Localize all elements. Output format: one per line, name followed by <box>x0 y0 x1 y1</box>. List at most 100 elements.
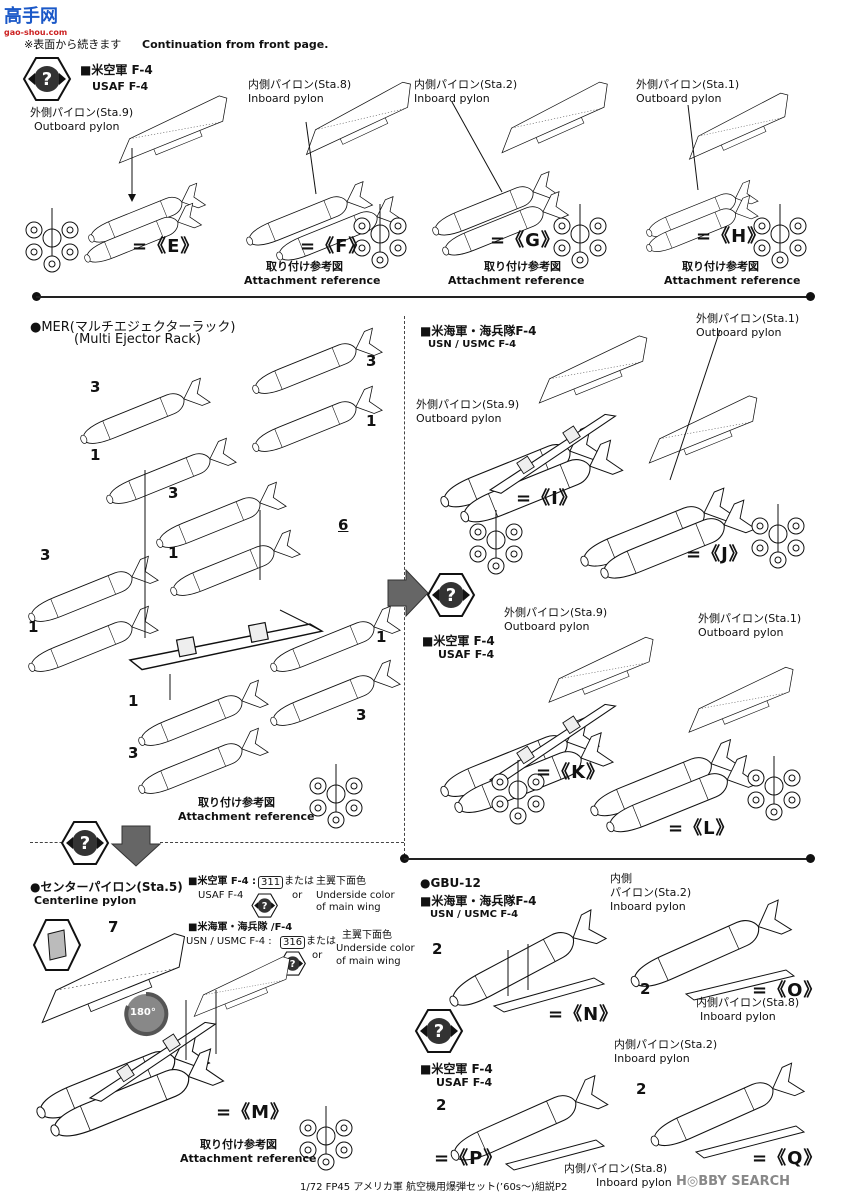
gbu-title: ●GBU-12 <box>420 876 481 890</box>
mer-ref-en: Attachment reference <box>178 810 315 823</box>
label-n: =《N》 <box>548 1004 619 1025</box>
center-usn-num: 316 <box>280 936 306 949</box>
top-ref-f-en: Attachment reference <box>244 274 381 287</box>
center-ref-jp: 取り付け参考図 <box>200 1138 277 1151</box>
top-sta2-jp: 内側パイロン(Sta.2) <box>414 78 518 91</box>
usn-ref-i <box>469 509 523 575</box>
gbu-usaf-en: USAF F-4 <box>436 1076 493 1089</box>
label-j: =《J》 <box>686 544 748 565</box>
usn-sta9-en: Outboard pylon <box>416 412 502 425</box>
top-sta9-en: Outboard pylon <box>34 120 120 133</box>
mer-dashed-divider <box>30 842 92 843</box>
mer-part-3c: 3 <box>168 484 179 502</box>
mer-part-1c: 1 <box>168 544 179 562</box>
top-sta1-en: Outboard pylon <box>636 92 722 105</box>
center-color-en1-1: Underside color <box>316 890 395 901</box>
center-part-7: 7 <box>108 918 119 936</box>
top-sta9-jp: 外側パイロン(Sta.9) <box>30 106 134 119</box>
paint-316-badge: 316 <box>280 936 306 949</box>
gbu-sta8-jp-1: 内側パイロン(Sta.8) <box>696 996 800 1009</box>
center-mataha-2: または <box>306 936 336 947</box>
rotate-180-icon <box>124 991 169 1036</box>
usaf2-ref-k <box>491 759 545 825</box>
gbu-sta8-en-1: Inboard pylon <box>700 1010 776 1023</box>
usaf2-title-en: USAF F-4 <box>438 648 495 661</box>
logo-text: 高手网 <box>4 6 58 27</box>
gbu-usn-en: USN / USMC F-4 <box>430 909 519 920</box>
top-drawing-h <box>642 90 799 260</box>
label-i: =《I》 <box>516 488 578 509</box>
header-continued-en: Continuation from front page. <box>142 38 329 51</box>
down-arrow-icon <box>110 825 162 867</box>
divider-dot <box>806 854 815 863</box>
center-hex-detail-icon <box>32 919 82 971</box>
mer-part-1f: 1 <box>128 692 139 710</box>
mer-part-1b: 1 <box>366 412 377 430</box>
mer-title-jp: ●MER(マルチエジェクターラック) <box>30 320 236 335</box>
center-mataha-1: または <box>284 876 314 887</box>
mer-part-1d: 1 <box>28 618 39 636</box>
top-sta8-jp: 内側パイロン(Sta.8) <box>248 78 352 91</box>
check-hex-icon <box>23 57 71 101</box>
divider-dot <box>806 292 815 301</box>
center-usaf-jp: ■米空軍 F-4 : <box>188 876 257 887</box>
mer-part-3a: 3 <box>90 378 101 396</box>
mer-part-3e: 3 <box>356 706 367 724</box>
header-continued-jp: ※表面から続きます <box>24 38 122 51</box>
usn-title-jp: ■米海軍・海兵隊F-4 <box>420 324 537 338</box>
gbu-drawing-n <box>442 909 607 1018</box>
footer-watermark: H◎BBY SEARCH <box>676 1174 791 1189</box>
center-usaf-en: USAF F-4 <box>198 890 244 901</box>
top-ref-h-jp: 取り付け参考図 <box>682 260 759 273</box>
label-h: =《H》 <box>696 226 767 247</box>
mer-part-6: 6 <box>338 516 349 534</box>
top-ref-g <box>553 203 607 269</box>
center-rotate-label: 180° <box>130 1007 156 1018</box>
usn-title-en: USN / USMC F-4 <box>428 339 517 350</box>
center-ref-en: Attachment reference <box>180 1152 317 1165</box>
center-color-jp-1: 主翼下面色 <box>316 876 366 887</box>
top-sta1-jp: 外側パイロン(Sta.1) <box>636 78 740 91</box>
usn-sta1-en: Outboard pylon <box>696 326 782 339</box>
usaf2-sta9-jp: 外側パイロン(Sta.9) <box>504 606 608 619</box>
center-or-1: or <box>292 890 303 901</box>
footer-text: 1/72 FP45 アメリカ軍 航空機用爆弾セット(’60s〜)組説P2 <box>300 1182 568 1193</box>
center-title-en: Centerline pylon <box>34 894 137 907</box>
divider-line <box>404 858 810 860</box>
label-p: =《P》 <box>434 1148 503 1169</box>
mer-title-en: (Multi Ejector Rack) <box>74 332 201 347</box>
center-usaf-num: 311 <box>258 876 284 889</box>
mer-part-3f: 3 <box>128 744 139 762</box>
mer-part-1e: 1 <box>376 628 387 646</box>
mer-part-3b: 3 <box>366 352 377 370</box>
gbu-part-2a: 2 <box>432 940 443 958</box>
logo-url: gao-shou.com <box>4 28 68 37</box>
divider-line <box>36 296 810 298</box>
paint-icon-1 <box>251 893 278 918</box>
usn-sta1-jp: 外側パイロン(Sta.1) <box>696 312 800 325</box>
center-or-2: or <box>312 950 323 961</box>
center-usn-jp: ■米海軍・海兵隊 /F-4 <box>188 922 293 933</box>
top-ref-g-en: Attachment reference <box>448 274 585 287</box>
label-k: =《K》 <box>536 762 606 783</box>
top-title-jp: ■米空軍 F-4 <box>80 63 153 77</box>
gbu-sta2-en: Inboard pylon <box>610 900 686 913</box>
gbu-drawing-p <box>444 1075 609 1172</box>
center-color-en2-2: of main wing <box>336 956 401 967</box>
top-ref-f <box>353 203 407 269</box>
mer-ref <box>309 763 363 829</box>
top-sta2-en: Inboard pylon <box>414 92 490 105</box>
usn-ref-j <box>751 503 805 569</box>
gbu-usaf-jp: ■米空軍 F-4 <box>420 1062 493 1076</box>
gbu-sta8-jp-2: 内側パイロン(Sta.8) <box>564 1162 668 1175</box>
top-ref-e <box>25 207 79 273</box>
top-ref-h-en: Attachment reference <box>664 274 801 287</box>
site-logo: 高手网 gao-shou.com <box>4 2 67 37</box>
gbu-sta2b-jp: 内側パイロン(Sta.2) <box>614 1038 718 1051</box>
label-l: =《L》 <box>668 818 735 839</box>
gbu-drawing-o <box>624 899 796 1001</box>
gbu-drawing-q <box>644 1062 806 1159</box>
top-title-en: USAF F-4 <box>92 80 149 93</box>
usaf2-sta1-en: Outboard pylon <box>698 626 784 639</box>
top-ref-g-jp: 取り付け参考図 <box>484 260 561 273</box>
